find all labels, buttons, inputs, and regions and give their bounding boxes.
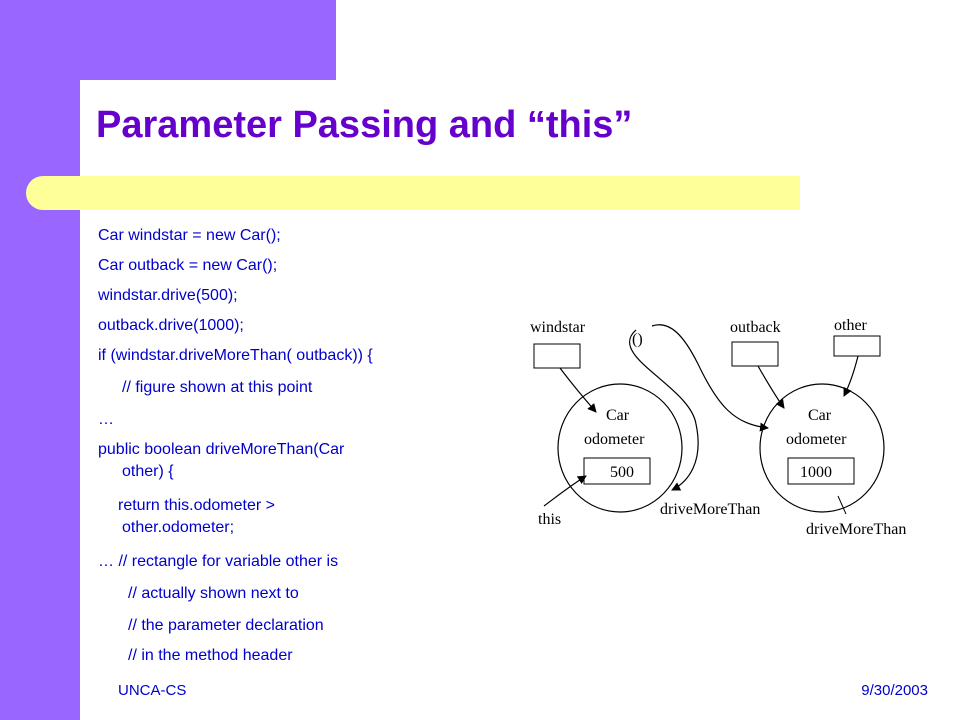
windstar-variable-box [533,343,581,369]
footer-course: UNCA-CS [118,682,187,699]
paren-label: () [632,331,643,348]
this-label: this [538,511,561,528]
method-pointer-line [837,495,847,515]
outback-car-object [759,383,885,513]
method-label: driveMoreThan [806,521,906,538]
title-underline-bar [26,176,800,210]
windstar-reference-arrow [559,367,597,413]
other-reference-arrow [843,355,859,397]
odometer-value-box [787,457,855,485]
outback-reference-arrow [757,365,785,409]
code-line: … [98,411,114,428]
code-line: public boolean driveMoreThan(Car [98,441,345,458]
object-reference-figure: windstar outback other () Car odometer 5… [530,317,906,538]
outback-label: outback [730,319,781,336]
this-reference-arrow [543,475,587,507]
odometer-value: 500 [610,464,634,481]
code-line: // the parameter declaration [128,617,324,634]
code-line: // in the method header [128,647,293,664]
odometer-value-box [583,457,651,485]
method-label: driveMoreThan [660,501,760,518]
code-line: // actually shown next to [128,585,299,602]
odometer-value: 1000 [800,464,832,481]
left-decoration-band [0,0,80,720]
code-line: Car outback = new Car(); [98,257,278,274]
odometer-field-label: odometer [584,431,645,448]
code-line: if (windstar.driveMoreThan( outback)) { [98,347,373,364]
windstar-method-arrow [628,329,699,491]
code-line: // figure shown at this point [122,379,313,396]
code-line: … // rectangle for variable other is [98,553,339,570]
code-line: Car windstar = new Car(); [98,227,281,244]
footer-date: 9/30/2003 [861,682,928,699]
car-class-label: Car [606,407,630,424]
outback-variable-box [731,341,779,367]
car-class-label: Car [808,407,832,424]
other-variable-box [833,335,881,357]
code-line: outback.drive(1000); [98,317,244,334]
windstar-label: windstar [530,319,586,336]
other-label: other [834,317,868,334]
code-line: other.odometer; [122,519,235,536]
code-line: windstar.drive(500); [98,287,238,304]
slide-title: Parameter Passing and “this” [96,104,633,146]
odometer-field-label: odometer [786,431,847,448]
outback-argument-arrow [651,324,769,432]
windstar-car-object [557,383,683,513]
code-line: other) { [122,463,174,480]
code-line: return this.odometer > [118,497,275,514]
